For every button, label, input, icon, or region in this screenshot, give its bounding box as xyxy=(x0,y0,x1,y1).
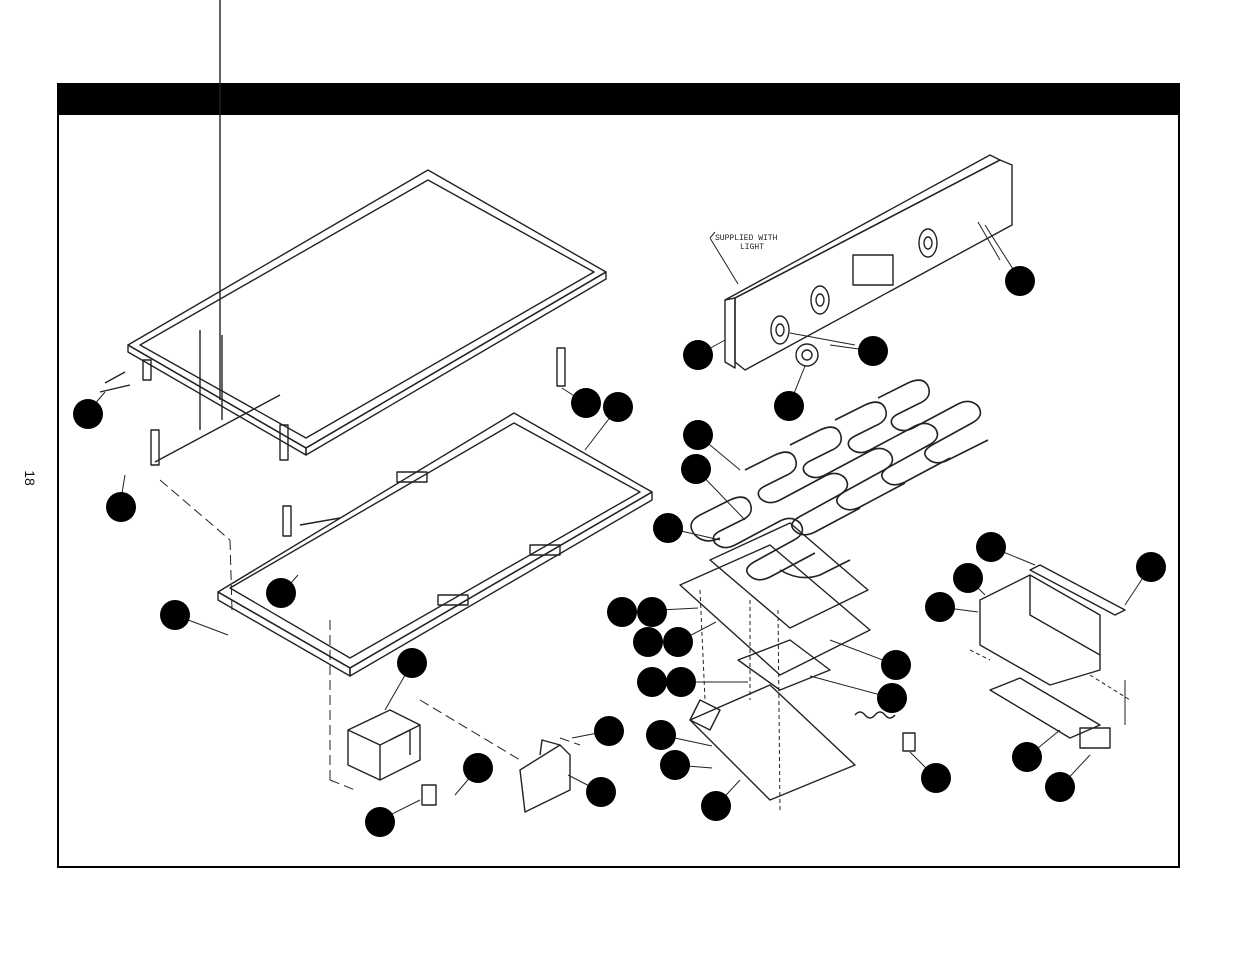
callout-line-1: SUPPLIED WITH xyxy=(715,234,778,243)
reference-markers xyxy=(73,266,1166,837)
reference-marker xyxy=(925,592,955,622)
reference-marker xyxy=(858,336,888,366)
reference-marker xyxy=(683,420,713,450)
heating-element-part xyxy=(691,380,988,580)
reference-marker xyxy=(660,750,690,780)
reference-marker xyxy=(1012,742,1042,772)
reference-marker xyxy=(666,667,696,697)
reference-marker xyxy=(594,716,624,746)
reference-marker xyxy=(881,650,911,680)
box-housing-part xyxy=(348,710,436,805)
reference-marker xyxy=(633,627,663,657)
reference-marker xyxy=(637,597,667,627)
callout-line-2: LIGHT xyxy=(740,243,764,252)
bottom-pan-part xyxy=(218,413,652,676)
reference-marker xyxy=(701,791,731,821)
reference-marker xyxy=(603,392,633,422)
reference-marker xyxy=(266,578,296,608)
reference-marker xyxy=(1045,772,1075,802)
reference-marker xyxy=(681,454,711,484)
reference-marker xyxy=(160,600,190,630)
reference-marker xyxy=(877,683,907,713)
reference-marker xyxy=(646,720,676,750)
reference-marker xyxy=(1136,552,1166,582)
reference-marker xyxy=(365,807,395,837)
bracket-plate-part xyxy=(520,740,570,812)
callout-supplied-with-light: SUPPLIED WITH LIGHT xyxy=(715,234,778,252)
reference-marker xyxy=(463,753,493,783)
assembly-dash-lines xyxy=(160,480,580,790)
reference-marker xyxy=(73,399,103,429)
reference-marker xyxy=(1005,266,1035,296)
reference-marker xyxy=(607,597,637,627)
reference-marker xyxy=(571,388,601,418)
mounting-plates-part xyxy=(680,523,870,810)
spring-switch-part xyxy=(855,712,915,751)
reference-marker xyxy=(921,763,951,793)
channel-assembly-part xyxy=(970,565,1130,748)
reference-marker xyxy=(397,648,427,678)
reference-marker xyxy=(976,532,1006,562)
reference-marker xyxy=(683,340,713,370)
top-frame-part xyxy=(100,0,606,465)
reference-marker xyxy=(637,667,667,697)
reference-marker xyxy=(953,563,983,593)
reference-marker xyxy=(774,391,804,421)
reference-marker xyxy=(653,513,683,543)
reference-marker xyxy=(586,777,616,807)
reference-marker xyxy=(106,492,136,522)
reference-marker xyxy=(663,627,693,657)
